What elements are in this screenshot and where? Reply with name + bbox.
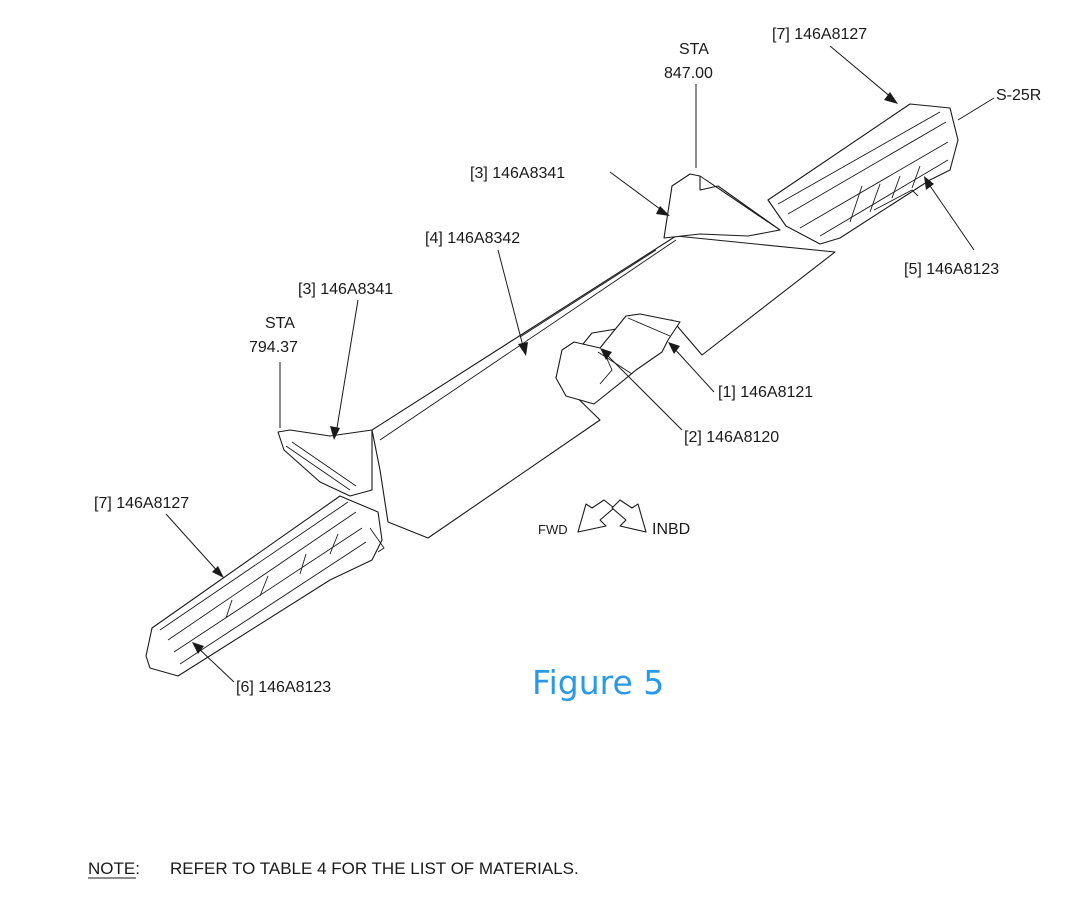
callout-part-3-upper: [3] 146A8341 (470, 165, 565, 182)
callout-part-1: [1] 146A8121 (718, 384, 813, 401)
callout-part-6: [6] 146A8123 (236, 679, 331, 696)
stringer-lower-left (145, 495, 385, 677)
inbd-label: INBD (652, 521, 690, 538)
fitting-part-3-lower (277, 429, 373, 497)
callout-part-3-lower: [3] 146A8341 (298, 281, 393, 298)
note-label: NOTE: (88, 859, 140, 878)
fwd-label: FWD (538, 522, 568, 537)
callout-part-2: [2] 146A8120 (684, 429, 779, 446)
direction-arrows (577, 499, 647, 533)
fitting-part-3-upper (663, 173, 781, 239)
note-text: REFER TO TABLE 4 FOR THE LIST OF MATERIA… (170, 859, 579, 878)
leader-lines (165, 45, 995, 683)
stringer-label: S-25R (996, 87, 1041, 104)
station-847-label: STA (679, 41, 709, 58)
station-794-value: 794.37 (249, 339, 298, 356)
callout-part-5: [5] 146A8123 (904, 261, 999, 278)
callout-part-4: [4] 146A8342 (425, 230, 520, 247)
stringer-upper-right (767, 103, 959, 245)
station-794-label: STA (265, 315, 295, 332)
callout-part-7-upper: [7] 146A8127 (772, 26, 867, 43)
station-847-value: 847.00 (664, 65, 713, 82)
callout-part-7-lower: [7] 146A8127 (94, 495, 189, 512)
figure-title: Figure 5 (532, 663, 664, 702)
inbd-arrow-icon (611, 499, 647, 533)
fwd-arrow-icon (577, 499, 615, 533)
